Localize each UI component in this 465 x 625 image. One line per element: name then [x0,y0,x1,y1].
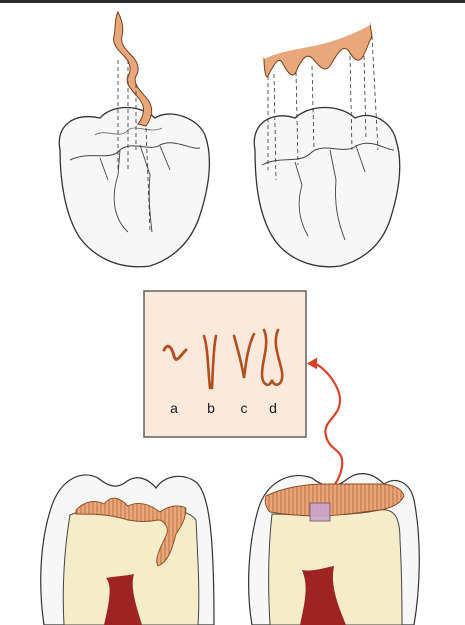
fissure-label-b: b [207,400,215,416]
tooth-section-left [41,475,214,625]
molar-top-right [254,108,400,267]
fissure-label-d: d [269,400,277,416]
fissure-label-a: a [170,400,178,416]
molar-top-left [59,108,209,267]
fissure-label-c: c [241,400,248,416]
fissure-types-inset: a b c d [144,291,306,437]
magnified-region-box [310,503,330,521]
tooth-section-right [249,474,420,625]
